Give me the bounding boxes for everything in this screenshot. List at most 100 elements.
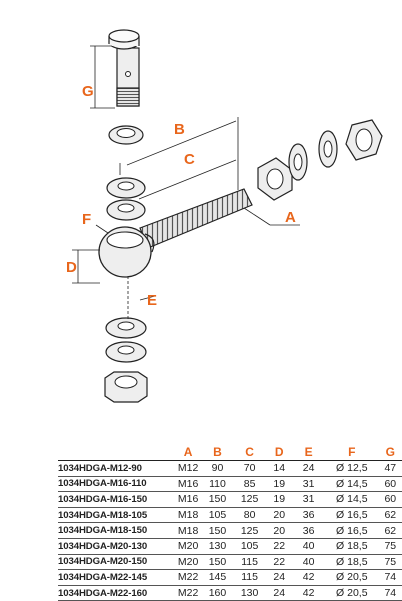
product-code-cell: 1034HDGA-M20-150 bbox=[58, 554, 175, 571]
table-cell: 85 bbox=[233, 476, 267, 493]
table-cell: 160 bbox=[201, 585, 234, 601]
table-cell: 125 bbox=[233, 491, 267, 508]
table-cell: 42 bbox=[292, 569, 325, 586]
table-cell: 125 bbox=[233, 522, 267, 539]
table-cell: M16 bbox=[174, 476, 202, 493]
product-code-cell: 1034HDGA-M16-150 bbox=[58, 491, 175, 508]
product-code-cell: 1034HDGA-M16-110 bbox=[58, 476, 175, 493]
dim-label-f: F bbox=[82, 211, 91, 228]
table-cell: 36 bbox=[292, 522, 325, 539]
header-cell bbox=[58, 444, 175, 461]
table-cell: 40 bbox=[292, 538, 325, 555]
table-cell: 62 bbox=[378, 522, 402, 539]
table-cell: 115 bbox=[233, 554, 267, 571]
product-code-cell: 1034HDGA-M20-130 bbox=[58, 538, 175, 555]
right-washers bbox=[288, 119, 383, 181]
hinge-bolt-drawing: G B C F D E A bbox=[66, 29, 383, 403]
dim-label-d: D bbox=[66, 259, 77, 276]
table-cell: 62 bbox=[378, 507, 402, 524]
table-cell: 105 bbox=[233, 538, 267, 555]
table-cell: 24 bbox=[266, 569, 293, 586]
bottom-nut bbox=[104, 371, 148, 403]
table-cell: M22 bbox=[174, 585, 202, 601]
pin bbox=[108, 29, 140, 107]
table-cell: M12 bbox=[174, 460, 202, 477]
table-cell: M16 bbox=[174, 491, 202, 508]
threaded-shank bbox=[139, 188, 253, 249]
header-cell: E bbox=[292, 444, 325, 461]
header-cell: F bbox=[324, 444, 379, 461]
table-cell: 150 bbox=[201, 522, 234, 539]
table-cell: Ø 18,5 bbox=[324, 538, 379, 555]
dim-label-g: G bbox=[82, 83, 94, 100]
header-cell: B bbox=[201, 444, 234, 461]
table-cell: 150 bbox=[201, 554, 234, 571]
table-cell: 36 bbox=[292, 507, 325, 524]
table-cell: 145 bbox=[201, 569, 234, 586]
table-cell: 74 bbox=[378, 585, 402, 601]
table-cell: 14 bbox=[266, 460, 293, 477]
table-cell: Ø 20,5 bbox=[324, 569, 379, 586]
table-cell: 115 bbox=[233, 569, 267, 586]
table-cell: M20 bbox=[174, 554, 202, 571]
product-code-cell: 1034HDGA-M18-105 bbox=[58, 507, 175, 524]
table-cell: M18 bbox=[174, 522, 202, 539]
lower-washers bbox=[105, 317, 147, 363]
table-cell: 60 bbox=[378, 491, 402, 508]
product-code-cell: 1034HDGA-M22-145 bbox=[58, 569, 175, 586]
dim-label-e: E bbox=[147, 292, 157, 309]
table-cell: 90 bbox=[201, 460, 234, 477]
table-header-row: A B C D E F G bbox=[58, 444, 402, 461]
table-cell: 130 bbox=[233, 585, 267, 601]
table-cell: 70 bbox=[233, 460, 267, 477]
dim-label-c: C bbox=[184, 151, 195, 168]
product-code-cell: 1034HDGA-M22-160 bbox=[58, 585, 175, 601]
table-cell: 22 bbox=[266, 538, 293, 555]
pin-washer bbox=[108, 125, 144, 145]
dimension-lines bbox=[72, 45, 300, 320]
table-cell: 19 bbox=[266, 476, 293, 493]
table-cell: 105 bbox=[201, 507, 234, 524]
table-cell: 20 bbox=[266, 522, 293, 539]
shank-nut bbox=[257, 157, 293, 201]
table-cell: 19 bbox=[266, 491, 293, 508]
table-cell: 22 bbox=[266, 554, 293, 571]
table-cell: Ø 20,5 bbox=[324, 585, 379, 601]
table-cell: 74 bbox=[378, 569, 402, 586]
table-cell: M18 bbox=[174, 507, 202, 524]
table-cell: M20 bbox=[174, 538, 202, 555]
table-cell: Ø 14,5 bbox=[324, 476, 379, 493]
table-cell: 75 bbox=[378, 554, 402, 571]
table-cell: 80 bbox=[233, 507, 267, 524]
table-cell: 60 bbox=[378, 476, 402, 493]
table-cell: Ø 14,5 bbox=[324, 491, 379, 508]
table-cell: M22 bbox=[174, 569, 202, 586]
table-cell: Ø 16,5 bbox=[324, 507, 379, 524]
table-cell: 150 bbox=[201, 491, 234, 508]
header-cell: A bbox=[174, 444, 202, 461]
table-cell: 31 bbox=[292, 476, 325, 493]
table-cell: Ø 18,5 bbox=[324, 554, 379, 571]
table-cell: 130 bbox=[201, 538, 234, 555]
dim-label-a: A bbox=[285, 209, 296, 226]
table-cell: 31 bbox=[292, 491, 325, 508]
table-cell: Ø 12,5 bbox=[324, 460, 379, 477]
upper-washers bbox=[106, 177, 146, 221]
dim-label-b: B bbox=[174, 121, 185, 138]
table-cell: 75 bbox=[378, 538, 402, 555]
header-cell: G bbox=[378, 444, 402, 461]
product-code-cell: 1034HDGA-M18-150 bbox=[58, 522, 175, 539]
product-code-cell: 1034HDGA-M12-90 bbox=[58, 460, 175, 477]
header-cell: D bbox=[266, 444, 293, 461]
table-cell: 110 bbox=[201, 476, 234, 493]
table-cell: 24 bbox=[266, 585, 293, 601]
header-cell: C bbox=[233, 444, 267, 461]
